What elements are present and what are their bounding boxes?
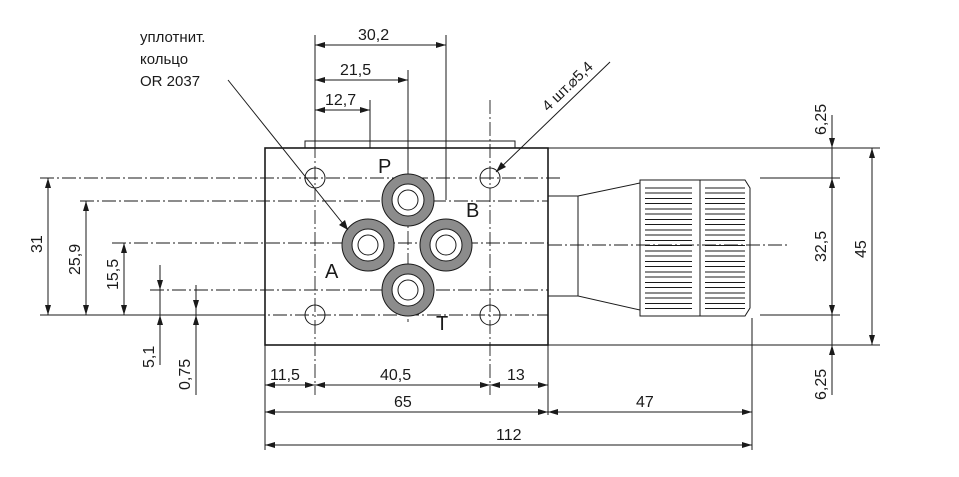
port-label-a: A — [325, 261, 339, 283]
knurl-line — [705, 250, 745, 257]
knurl-line — [645, 219, 692, 225]
dim-112: 112 — [496, 427, 522, 444]
dim-25-9: 25,9 — [67, 244, 84, 275]
mounting-holes — [304, 167, 501, 326]
port-t-seal — [381, 263, 435, 317]
dim-47: 47 — [636, 394, 654, 411]
knurl-line — [705, 303, 745, 309]
extension-lines — [40, 35, 880, 450]
port-b-seal — [419, 218, 473, 272]
seal-note-line1: уплотнит. — [140, 29, 205, 46]
seal-note-leader — [227, 79, 349, 231]
knurl-line — [645, 240, 692, 246]
dim-5-1: 5,1 — [141, 346, 158, 368]
mounting-lip — [304, 140, 516, 148]
port-p-seal — [381, 173, 435, 227]
dim-12-7: 12,7 — [325, 92, 356, 109]
knurl-line — [705, 240, 745, 246]
knurl-line — [645, 187, 692, 194]
knurl-line — [705, 187, 745, 194]
knurl-line — [705, 292, 745, 299]
dim-0-75: 0,75 — [177, 359, 194, 390]
dim-31: 31 — [29, 235, 46, 253]
dim-21-5: 21,5 — [340, 62, 371, 79]
hole-note-leader — [495, 61, 611, 173]
knurl-line — [645, 229, 692, 236]
hole-note: 4 шт.⌀5,4 — [539, 58, 597, 115]
knurl-line — [705, 271, 745, 278]
seal-note-line2: кольцо — [140, 51, 188, 68]
port-label-p: P — [378, 156, 391, 178]
dim-6-25-top: 6,25 — [813, 104, 830, 135]
handwheel-assembly — [547, 179, 751, 317]
dim-32-5: 32,5 — [813, 231, 830, 262]
knurl-line — [645, 303, 692, 309]
dim-40-5: 40,5 — [380, 367, 411, 384]
knurl-line — [705, 261, 745, 267]
dim-bottom — [265, 382, 752, 448]
port-label-t: T — [436, 313, 448, 335]
dim-right — [829, 115, 875, 395]
knurl-line — [645, 198, 692, 204]
dim-6-25-bot: 6,25 — [813, 369, 830, 400]
port-label-b: B — [466, 200, 479, 222]
knurl-line — [645, 250, 692, 257]
knurl-line — [645, 261, 692, 267]
dim-45: 45 — [853, 240, 870, 258]
seal-note-line3: OR 2037 — [140, 73, 200, 90]
knurl-line — [645, 271, 692, 278]
dim-11-5: 11,5 — [270, 367, 300, 384]
knurl-line — [705, 198, 745, 204]
centerlines — [40, 100, 790, 395]
port-seals — [341, 173, 473, 317]
dim-15-5: 15,5 — [105, 259, 122, 290]
knurl-line — [645, 282, 692, 288]
dim-13: 13 — [507, 367, 525, 384]
knurl-line — [705, 282, 745, 288]
knurl-line — [645, 208, 692, 215]
dim-65: 65 — [394, 394, 412, 411]
dim-30-2: 30,2 — [358, 27, 389, 44]
dim-top — [315, 42, 446, 113]
knurl-line — [705, 208, 745, 215]
knurl-line — [705, 229, 745, 236]
knurl-line — [705, 219, 745, 225]
knurl-line — [645, 292, 692, 299]
dim-left — [45, 178, 199, 395]
port-a-seal — [341, 218, 395, 272]
